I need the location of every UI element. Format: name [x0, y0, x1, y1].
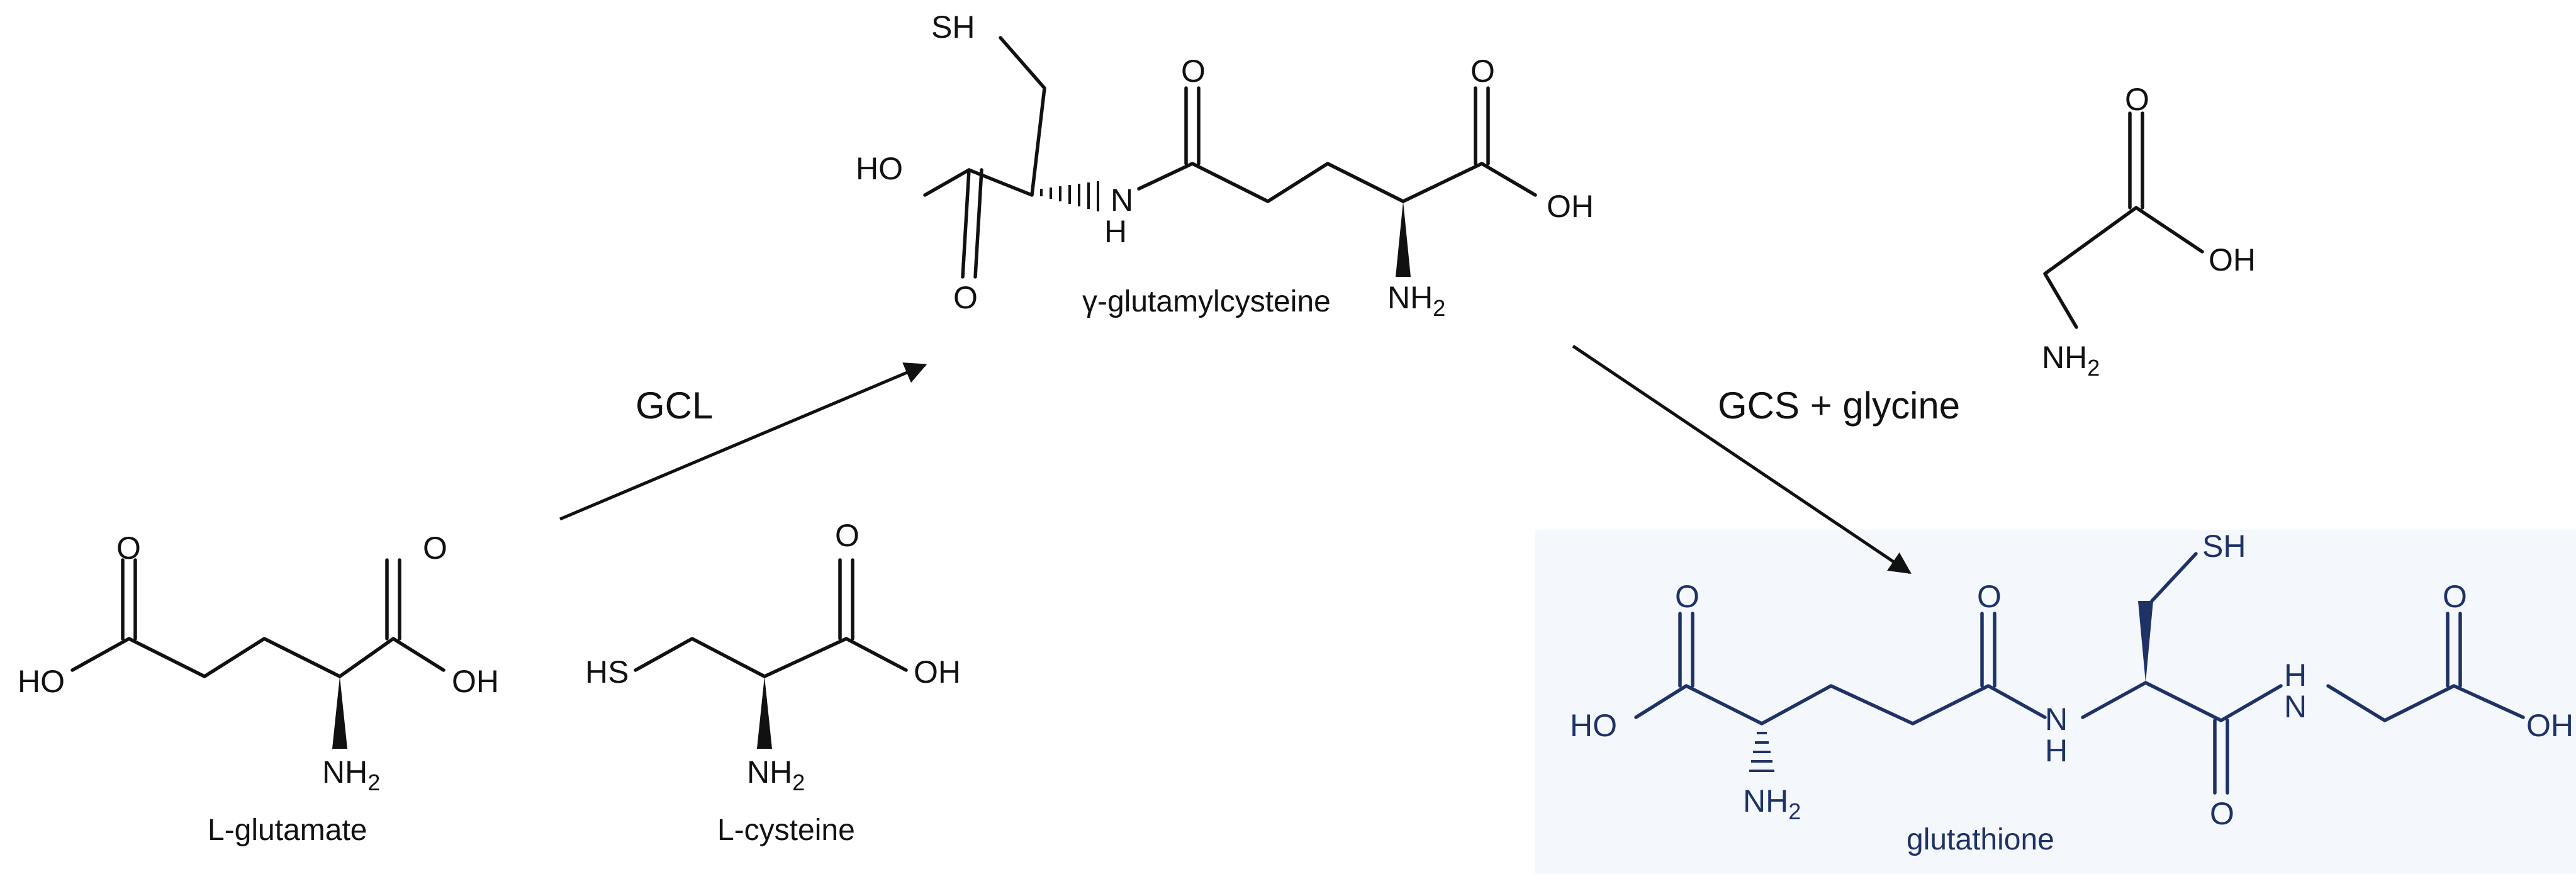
atom-h: H: [1104, 214, 1127, 249]
atom-oh: OH: [914, 654, 961, 690]
atom-n: N: [2284, 689, 2307, 724]
l-glutamate-structure: O HO O OH NH2 L-glutamate: [18, 530, 499, 847]
atom-n: N: [1111, 182, 1133, 218]
atom-oh: OH: [2209, 242, 2256, 277]
atom-nh2: NH2: [322, 754, 380, 795]
atom-nh2: NH2: [2042, 340, 2100, 381]
atom-nh2: NH2: [1743, 783, 1801, 824]
atom-o: O: [1977, 579, 2002, 614]
atom-n: N: [2045, 702, 2068, 737]
molecule-name-l-glutamate: L-glutamate: [208, 814, 367, 847]
arrow-gcl: [559, 362, 927, 521]
atom-o: O: [1181, 53, 1206, 89]
atom-ho: HO: [18, 664, 65, 699]
atom-o: O: [1675, 579, 1700, 614]
atom-o: O: [2125, 82, 2149, 117]
atom-h: H: [2045, 733, 2068, 768]
atom-oh: OH: [1547, 189, 1594, 224]
molecule-name-gamma-glutamylcysteine: γ-glutamylcysteine: [1082, 285, 1331, 318]
glutathione-structure: O HO O N H SH O H N O OH NH2 glutathione: [1570, 529, 2573, 856]
l-cysteine-structure: HS O OH NH2 L-cysteine: [585, 518, 961, 847]
reaction-label-gcl: GCL: [636, 384, 713, 427]
atom-o: O: [2210, 796, 2234, 831]
reaction-step-2: GCS + glycine: [1572, 344, 1960, 574]
arrow-gcs: [1572, 344, 1912, 574]
glutathione-panel: [1535, 530, 2576, 874]
atom-o: O: [953, 280, 978, 315]
gamma-glutamylcysteine-structure: SH HO O N H O O OH NH2 γ-glutamylcystein…: [856, 9, 1594, 321]
reaction-label-gcs-glycine: GCS + glycine: [1718, 384, 1960, 427]
atom-oh: OH: [452, 664, 499, 699]
atom-h: H: [2284, 658, 2307, 693]
atom-o: O: [2443, 579, 2467, 614]
atom-nh2: NH2: [1387, 280, 1445, 321]
reaction-step-1: GCL: [559, 362, 927, 521]
atom-ho: HO: [1570, 708, 1617, 743]
atom-o: O: [835, 518, 860, 553]
atom-o: O: [423, 530, 447, 566]
atom-hs: HS: [585, 654, 629, 690]
glycine-structure: O OH NH2: [2042, 82, 2256, 381]
atom-ho: HO: [856, 151, 903, 186]
atom-o: O: [1470, 53, 1495, 89]
atom-oh: OH: [2526, 708, 2573, 743]
atom-sh: SH: [2202, 529, 2246, 564]
atom-o: O: [116, 530, 141, 566]
molecule-name-l-cysteine: L-cysteine: [717, 814, 855, 847]
atom-sh: SH: [931, 9, 975, 45]
molecule-name-glutathione: glutathione: [1907, 823, 2054, 856]
atom-nh2: NH2: [747, 754, 805, 795]
